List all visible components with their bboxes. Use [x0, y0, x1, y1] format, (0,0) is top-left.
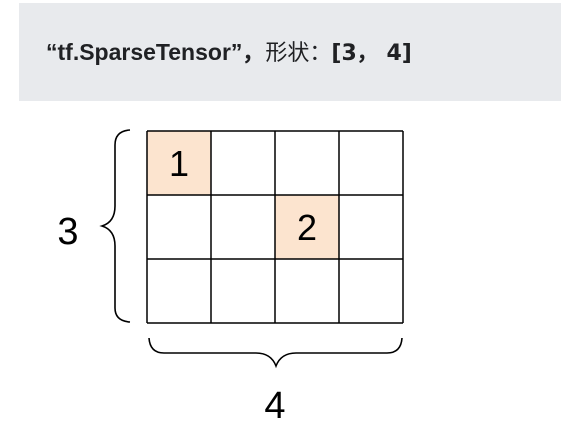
column-count-label: 4: [264, 385, 285, 427]
column-brace: [148, 337, 403, 369]
row-brace: [99, 129, 131, 323]
highlighted-cell: [147, 131, 211, 195]
shape-label: 形状：: [265, 41, 332, 66]
header-banner: “tf.SparseTensor”，形状：[3， 4]: [19, 3, 561, 101]
row-count-label: 3: [57, 211, 78, 253]
shape-value: [3， 4]: [331, 41, 412, 66]
header-title: “tf.SparseTensor”，形状：[3， 4]: [46, 33, 412, 67]
grid-lines: [146, 130, 404, 324]
cell-value: 2: [297, 207, 317, 248]
highlighted-cell: [275, 195, 339, 259]
tensor-type-name: “tf.SparseTensor”，: [46, 39, 266, 65]
cell-values: 12: [169, 143, 317, 248]
cell-value: 1: [169, 143, 189, 184]
grid-cells: [147, 131, 339, 259]
